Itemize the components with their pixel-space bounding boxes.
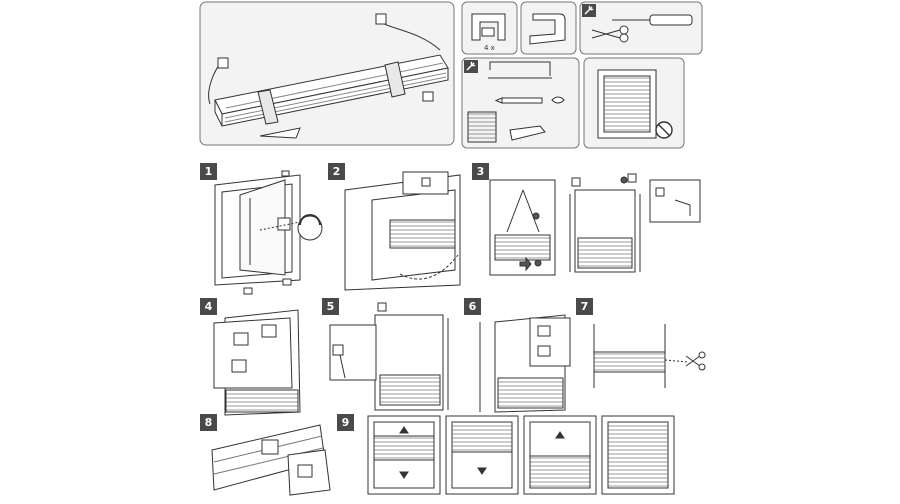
optional-tools-panel	[461, 57, 580, 149]
step-9-frame-a	[367, 415, 441, 495]
no-drill-icon	[655, 121, 673, 139]
step-9-frame-b	[445, 415, 519, 495]
cut-blind-icon	[467, 111, 497, 143]
cutter-knife-icon	[509, 125, 546, 141]
step-6-badge: 6	[464, 298, 481, 315]
wrench-icon-2	[464, 60, 478, 73]
tools-panel	[579, 1, 703, 55]
handle-icon	[259, 127, 301, 139]
step-3-badge: 3	[472, 163, 489, 180]
step-4-badge: 4	[200, 298, 217, 315]
pencil-icon	[494, 97, 543, 104]
scissors-icon	[591, 25, 629, 43]
step-8-illustration	[211, 424, 331, 496]
clip-part-panel	[520, 1, 577, 55]
wrench-icon	[582, 4, 596, 17]
packaged-blind	[214, 54, 449, 127]
product-overview-panel	[199, 1, 455, 146]
bracket-part-panel: 4 x	[461, 1, 518, 55]
step-9-frame-d	[601, 415, 675, 495]
step-7-illustration	[593, 324, 706, 388]
step-3-illustration	[489, 173, 701, 276]
step-5-badge: 5	[322, 298, 339, 315]
step-6-illustration	[479, 314, 571, 413]
step-2-badge: 2	[328, 163, 345, 180]
tape-icon	[551, 96, 565, 104]
step-2-illustration	[344, 171, 461, 291]
window-preview-panel	[583, 57, 685, 149]
hacksaw-icon	[488, 61, 552, 79]
step-9-badge: 9	[337, 414, 354, 431]
step-4-illustration	[213, 309, 301, 416]
step-1-illustration	[214, 170, 323, 295]
top-bracket-icon	[375, 13, 387, 25]
step-1-badge: 1	[200, 163, 217, 180]
step-5-illustration	[329, 302, 449, 411]
left-bracket-icon	[217, 57, 229, 69]
step-9-illustration	[367, 415, 675, 495]
step-8-badge: 8	[200, 414, 217, 431]
bracket-quantity: 4 x	[484, 44, 495, 52]
screwdriver-icon	[612, 14, 693, 26]
step-7-badge: 7	[576, 298, 593, 315]
right-bracket-icon	[422, 91, 434, 102]
step-9-frame-c	[523, 415, 597, 495]
